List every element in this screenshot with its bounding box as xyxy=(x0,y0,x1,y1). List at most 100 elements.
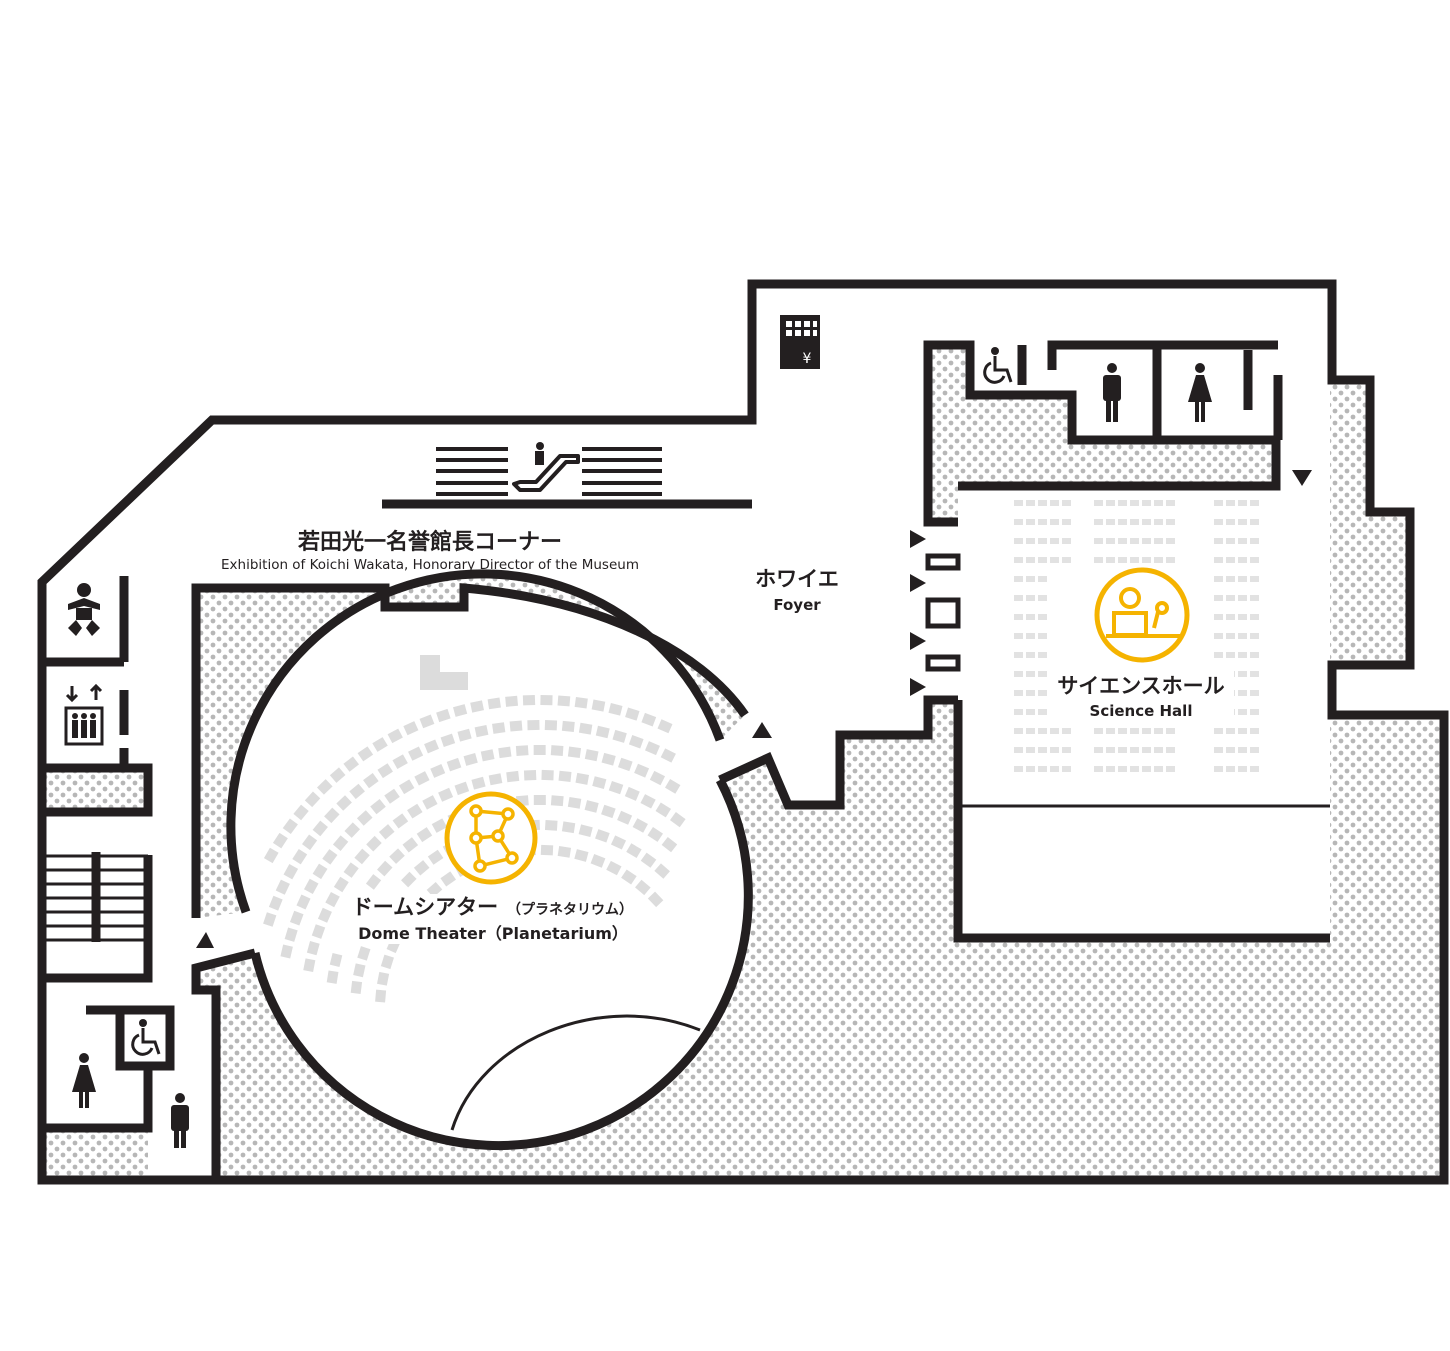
seat xyxy=(1014,595,1023,601)
seat xyxy=(1130,500,1139,506)
seat xyxy=(1238,595,1247,601)
seat xyxy=(353,963,366,978)
science-hall-label: サイエンスホール Science Hall xyxy=(1050,671,1234,720)
ticket-machine-icon[interactable]: ¥ xyxy=(780,315,820,369)
seat xyxy=(1250,519,1259,525)
dome-theater-subtitle: Dome Theater（Planetarium） xyxy=(358,924,628,943)
seat xyxy=(336,795,352,811)
seat xyxy=(376,971,390,986)
seat xyxy=(654,863,670,879)
seat xyxy=(1014,538,1023,544)
seat xyxy=(1118,557,1127,563)
seat xyxy=(1226,576,1235,582)
seat xyxy=(292,848,308,865)
seat xyxy=(567,746,582,759)
seat xyxy=(632,818,648,833)
seat xyxy=(1142,519,1151,525)
seat xyxy=(440,733,456,747)
seat xyxy=(1250,747,1259,753)
seat xyxy=(1062,766,1071,772)
seat xyxy=(414,771,430,786)
seat xyxy=(1238,766,1247,772)
seat xyxy=(1130,557,1139,563)
seat xyxy=(377,860,393,877)
seat xyxy=(1142,766,1151,772)
seat xyxy=(1106,747,1115,753)
seat xyxy=(326,970,339,984)
seat xyxy=(375,989,387,1003)
seat xyxy=(263,847,279,864)
dome-theater-label: ドームシアター （プラネタリウム） Dome Theater（Planetari… xyxy=(344,894,640,944)
elevator-icon[interactable] xyxy=(64,683,104,746)
seat xyxy=(302,834,318,851)
seat xyxy=(357,946,371,961)
seat xyxy=(533,794,546,806)
seat xyxy=(635,879,651,896)
seat xyxy=(1250,557,1259,563)
seat xyxy=(1238,747,1247,753)
seat xyxy=(1094,538,1103,544)
seat xyxy=(1142,557,1151,563)
escalator-icon xyxy=(436,442,662,496)
mens-toilet-icon xyxy=(1103,363,1121,422)
seat xyxy=(1014,747,1023,753)
dome-theater-title-sub: （プラネタリウム） xyxy=(507,902,633,918)
science-hall-doors[interactable] xyxy=(925,553,961,672)
seat xyxy=(1026,538,1035,544)
seat xyxy=(446,757,462,772)
seat xyxy=(419,714,435,729)
seat xyxy=(567,796,582,809)
seat xyxy=(1094,519,1103,525)
seat xyxy=(628,735,644,749)
seat xyxy=(1250,728,1259,734)
seat xyxy=(1154,747,1163,753)
seat xyxy=(1038,728,1047,734)
seat xyxy=(1166,557,1175,563)
seat xyxy=(457,728,472,742)
seat xyxy=(422,795,438,810)
seat xyxy=(561,720,575,732)
seat xyxy=(1214,595,1223,601)
seat xyxy=(263,912,277,927)
mens-toilet-icon xyxy=(171,1093,189,1148)
seat xyxy=(660,748,676,763)
seat xyxy=(402,837,419,853)
seat xyxy=(625,707,640,721)
seat xyxy=(378,824,395,840)
seat xyxy=(544,819,558,831)
seat xyxy=(344,822,361,838)
womens-toilet-icon xyxy=(1188,363,1212,422)
seat xyxy=(523,769,537,781)
seat xyxy=(661,836,678,853)
seat xyxy=(1014,766,1023,772)
seat xyxy=(1226,519,1235,525)
seat xyxy=(1250,709,1259,715)
seat xyxy=(416,827,433,843)
seat xyxy=(1014,614,1023,620)
seat xyxy=(1214,614,1223,620)
seat xyxy=(304,791,321,808)
science-hall-icon xyxy=(1094,567,1190,663)
seat xyxy=(498,746,512,759)
seat xyxy=(1250,652,1259,658)
seat xyxy=(1026,652,1035,658)
seat xyxy=(1026,595,1035,601)
seat xyxy=(1226,766,1235,772)
seat xyxy=(1106,500,1115,506)
seat xyxy=(1106,519,1115,525)
seat xyxy=(426,881,443,898)
seat xyxy=(1050,538,1059,544)
seat xyxy=(506,770,520,783)
seat xyxy=(325,891,340,908)
seat xyxy=(1154,519,1163,525)
seat xyxy=(1118,519,1127,525)
seat xyxy=(626,843,642,858)
seat xyxy=(1142,728,1151,734)
seat xyxy=(621,869,637,885)
seat xyxy=(438,787,454,802)
seat xyxy=(401,871,417,888)
seat xyxy=(322,849,338,865)
seat xyxy=(647,826,664,842)
seat xyxy=(644,741,660,756)
seat xyxy=(1014,633,1023,639)
